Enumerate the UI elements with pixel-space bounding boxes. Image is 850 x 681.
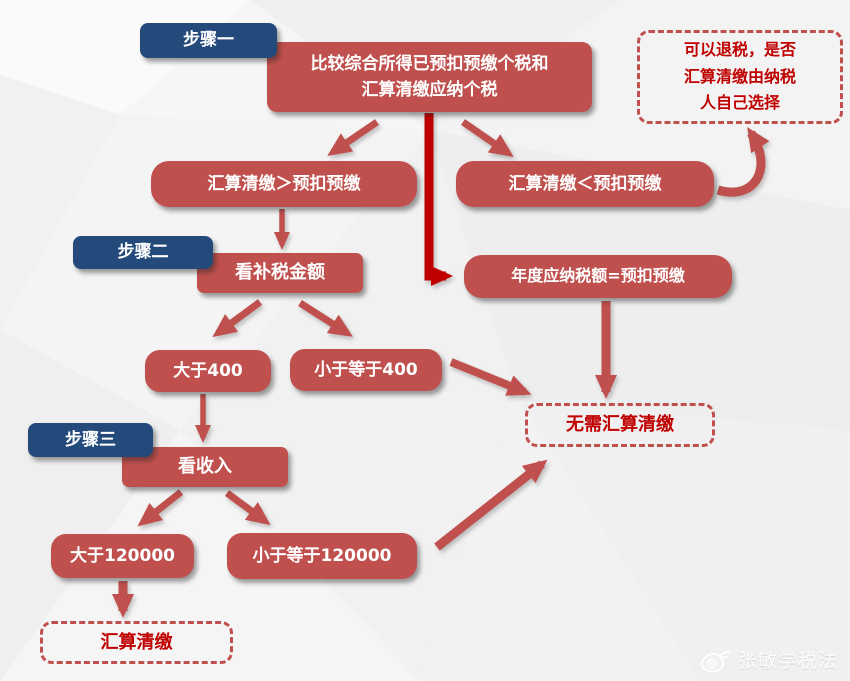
- arrow-compare-to-lt: [461, 119, 514, 157]
- arrow-income-to-gt120000: [137, 489, 184, 527]
- node-compare-tax: 比较综合所得已预扣预缴个税和 汇算清缴应纳个税: [267, 42, 592, 112]
- node-lessequal-400: 小于等于400: [290, 349, 442, 391]
- node-greater-120000: 大于120000: [51, 534, 194, 578]
- watermark-label: 张敏学税法: [737, 650, 838, 672]
- node-annual-equal: 年度应纳税额=预扣预缴: [464, 255, 732, 298]
- arrow-compare-to-annual-thick: [424, 113, 453, 286]
- arrow-lt-to-refund-curved: [716, 127, 770, 197]
- watermark: 张敏学税法: [700, 646, 838, 673]
- node-no-need-settlement: 无需汇算清缴: [525, 403, 715, 447]
- node-refund-note: 可以退税，是否 汇算清缴由纳税 人自己选择: [637, 30, 843, 124]
- node-settlement-less: 汇算清缴＜预扣预缴: [456, 161, 714, 207]
- node-lessequal-120000: 小于等于120000: [227, 533, 417, 579]
- node-step-2: 步骤二: [73, 236, 213, 269]
- weibo-icon: [700, 646, 732, 673]
- node-step-3: 步骤三: [28, 423, 153, 457]
- arrow-checktax-to-le400: [298, 300, 353, 337]
- node-settlement-greater: 汇算清缴＞预扣预缴: [151, 161, 417, 207]
- arrow-le120000-to-noneed: [434, 459, 548, 551]
- arrow-checktax-to-gt400: [212, 299, 263, 338]
- node-check-tax-amount: 看补税金额: [197, 253, 363, 293]
- node-step-1: 步骤一: [140, 23, 277, 58]
- arrow-compare-to-gt: [327, 119, 379, 156]
- arrow-income-to-le120000: [224, 490, 271, 526]
- arrow-le400-to-noneed: [449, 358, 532, 396]
- node-greater-400: 大于400: [145, 350, 271, 392]
- node-final-settlement: 汇算清缴: [40, 621, 233, 664]
